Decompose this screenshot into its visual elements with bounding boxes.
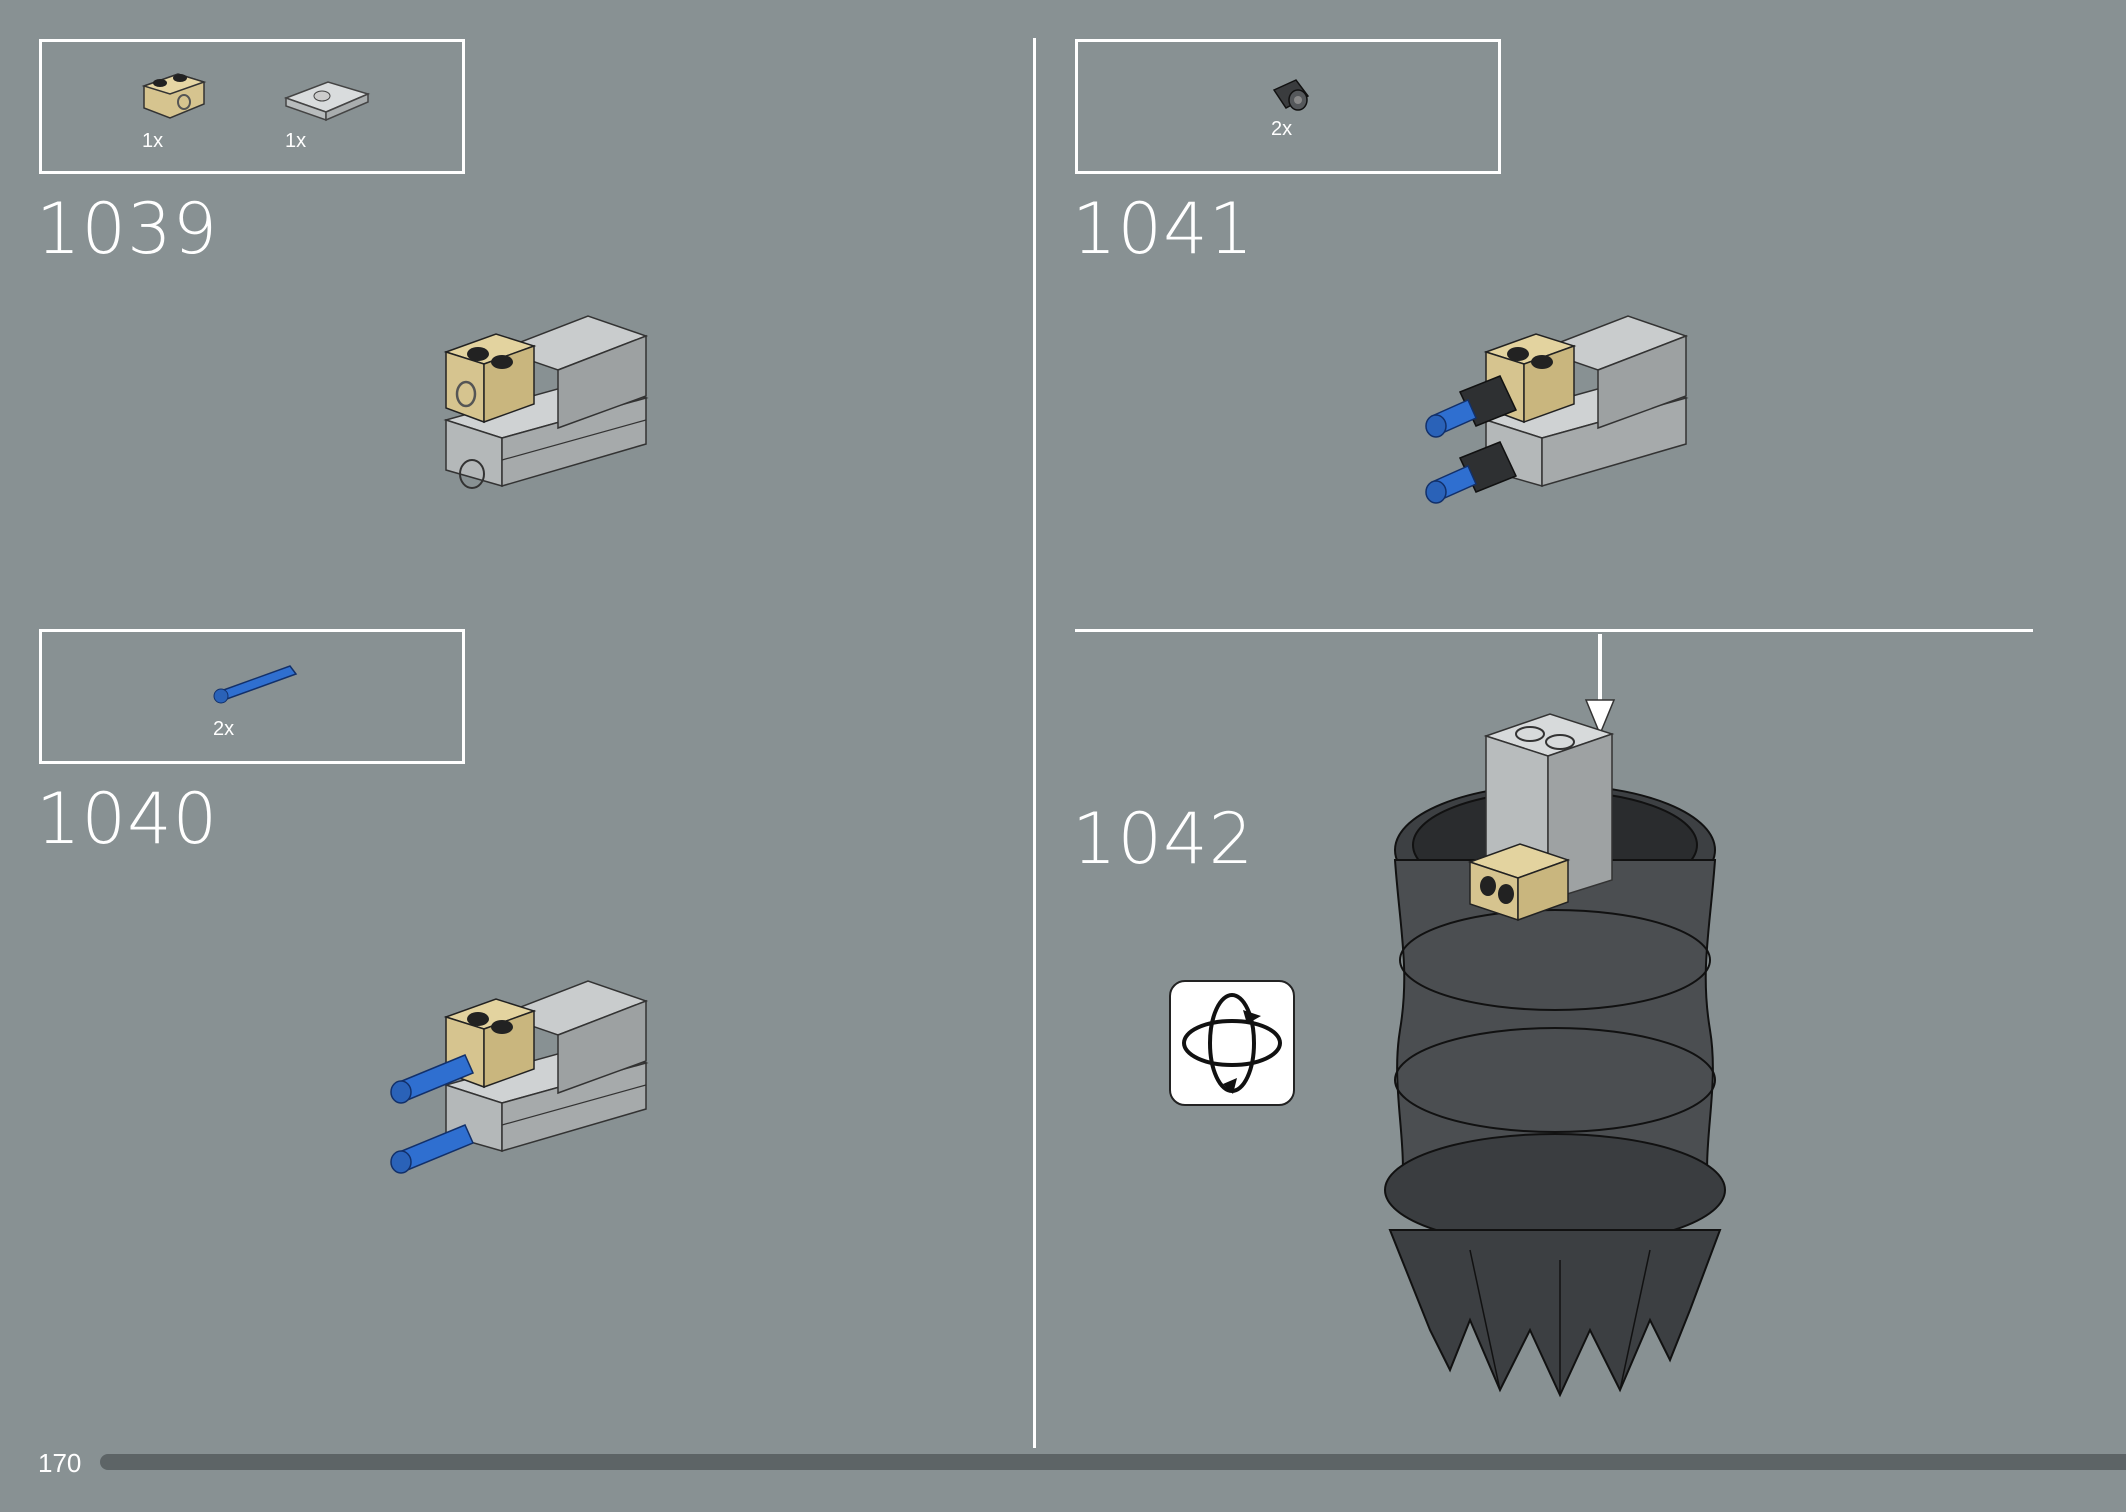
step-1042-assembly-illustration — [1384, 634, 1726, 1398]
progress-bar — [100, 1454, 2126, 1470]
step-number: 1042 — [1072, 798, 1255, 880]
gray-plate-part-icon — [283, 81, 371, 122]
part-qty: 1x — [142, 130, 164, 152]
step-number: 1040 — [36, 778, 219, 860]
blue-axle-pin-part-icon — [213, 665, 298, 704]
step-1041-assembly-illustration — [1425, 315, 1689, 504]
step-divider — [1075, 629, 2033, 632]
rotate-model-icon — [1169, 980, 1295, 1106]
part-qty: 2x — [213, 718, 235, 740]
page-number: 170 — [38, 1448, 82, 1478]
step-number: 1041 — [1072, 188, 1255, 270]
step-1040-assembly-illustration — [390, 980, 649, 1174]
part-qty: 2x — [1271, 118, 1293, 140]
column-divider — [1033, 38, 1036, 1448]
black-bush-part-icon — [1272, 79, 1310, 111]
parts-callout-1039: 1x 1x — [39, 39, 465, 174]
part-qty: 1x — [285, 130, 307, 152]
parts-callout-1040: 2x — [39, 629, 465, 764]
tan-brick-part-icon — [141, 73, 207, 119]
parts-callout-1041: 2x — [1075, 39, 1501, 174]
step-1039-assembly-illustration — [443, 315, 649, 489]
step-number: 1039 — [36, 188, 219, 270]
